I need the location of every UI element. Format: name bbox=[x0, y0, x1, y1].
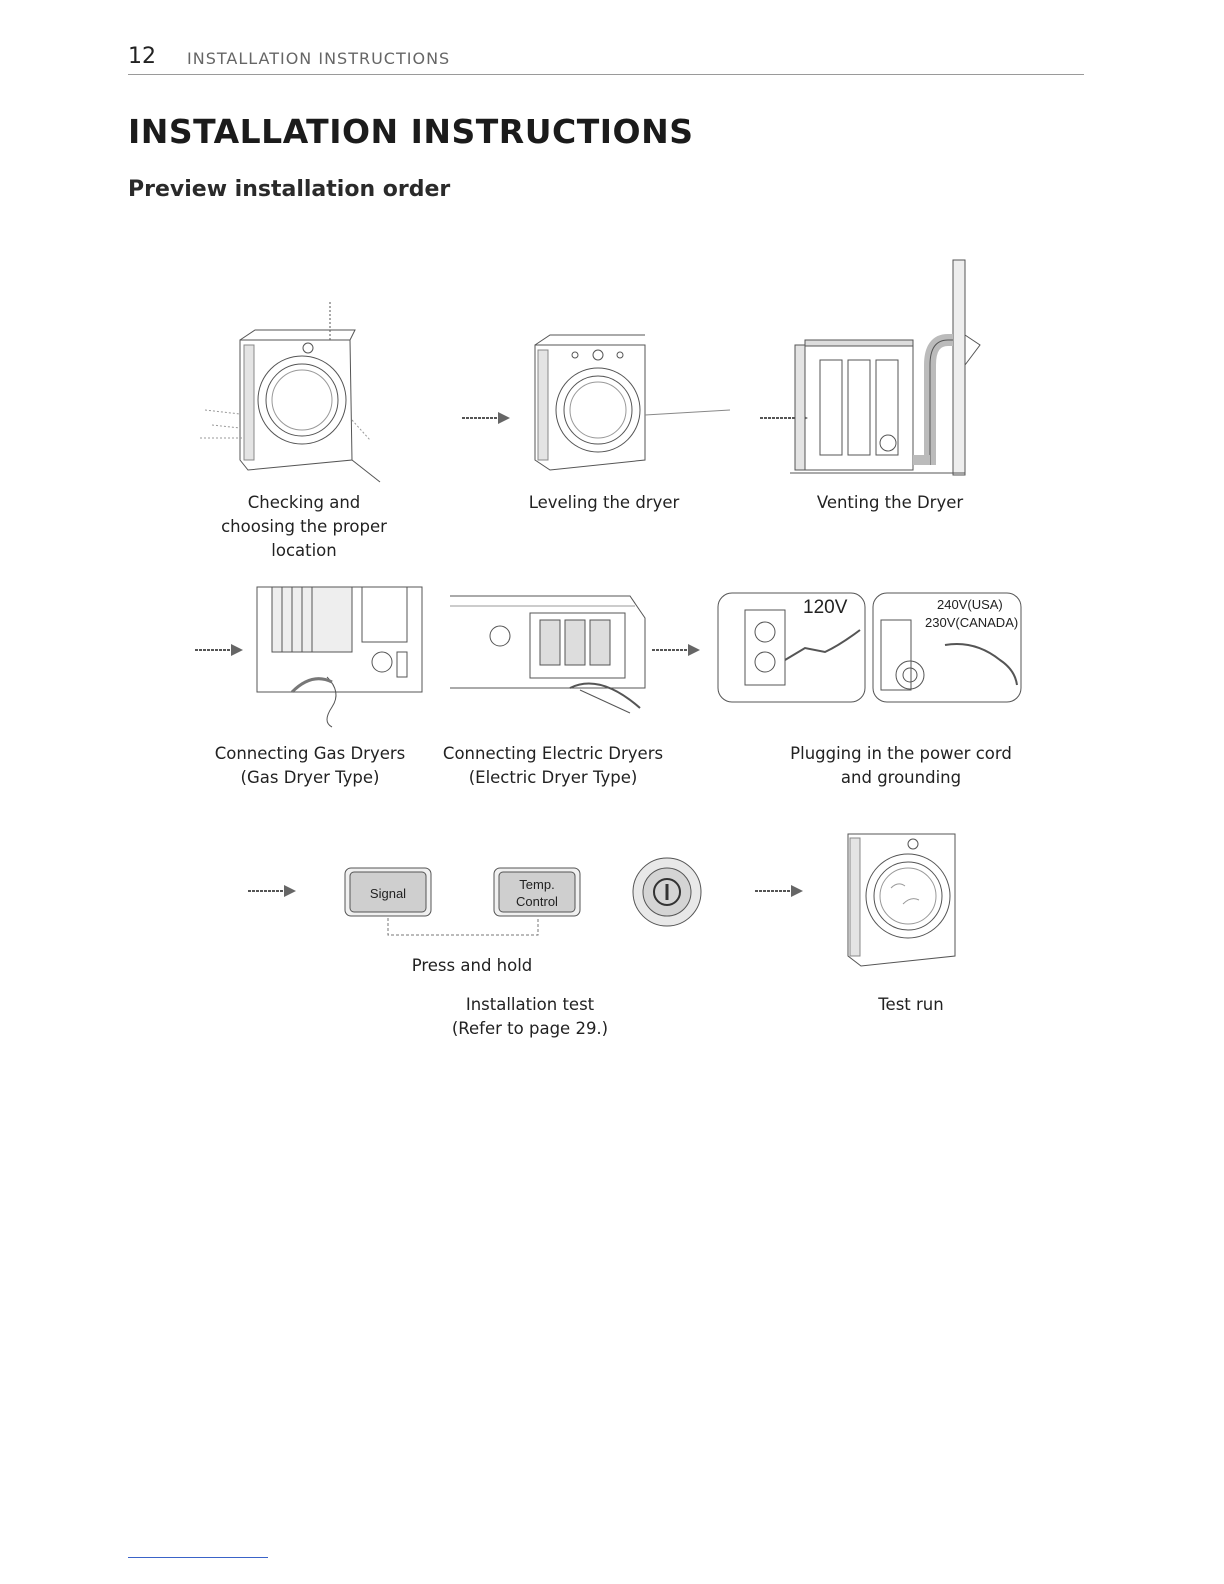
step-caption-leveling: Leveling the dryer bbox=[504, 491, 704, 515]
caption-line: Installation test bbox=[465, 995, 595, 1014]
caption-line: (Electric Dryer Type) bbox=[468, 768, 638, 787]
page-number: 12 bbox=[128, 44, 156, 69]
arrow-icon bbox=[195, 644, 243, 656]
arrow-icon bbox=[755, 885, 803, 897]
page-title: INSTALLATION INSTRUCTIONS bbox=[128, 112, 694, 151]
caption-line: Checking and bbox=[247, 493, 361, 512]
press-and-hold-label: Press and hold bbox=[411, 956, 533, 975]
running-header: INSTALLATION INSTRUCTIONS bbox=[187, 49, 451, 68]
arrow-icon bbox=[652, 644, 700, 656]
test-run-illustration bbox=[843, 826, 963, 971]
caption-line: location bbox=[271, 541, 337, 560]
arrow-icon bbox=[248, 885, 296, 897]
temp-button-label-2: Control bbox=[516, 894, 558, 909]
step-caption-test-run: Test run bbox=[811, 993, 1011, 1017]
step-caption-electric: Connecting Electric Dryers (Electric Dry… bbox=[428, 742, 678, 790]
footer-rule bbox=[128, 1557, 268, 1558]
caption-line: and grounding bbox=[840, 768, 962, 787]
electric-connection-illustration bbox=[450, 578, 650, 713]
caption-line: Connecting Gas Dryers bbox=[214, 744, 406, 763]
voltage-usa-label: 240V(USA) bbox=[937, 597, 1003, 612]
installation-test-illustration: Signal Temp. Control bbox=[340, 860, 710, 945]
voltage-canada-label: 230V(CANADA) bbox=[925, 615, 1018, 630]
step-caption-plugging: Plugging in the power cord and grounding bbox=[770, 742, 1032, 790]
caption-line: Venting the Dryer bbox=[816, 493, 964, 512]
caption-line: Connecting Electric Dryers bbox=[442, 744, 664, 763]
temp-button-label-1: Temp. bbox=[519, 877, 554, 892]
header-rule bbox=[128, 74, 1084, 75]
caption-line: (Refer to page 29.) bbox=[451, 1019, 609, 1038]
power-plug-illustration: 120V 240V(USA) 230V(CANADA) bbox=[715, 590, 1025, 705]
caption-line: Test run bbox=[878, 995, 944, 1014]
step-caption-venting: Venting the Dryer bbox=[790, 491, 990, 515]
caption-line: choosing the proper bbox=[221, 517, 387, 536]
step-caption-location: Checking and choosing the proper locatio… bbox=[194, 491, 414, 563]
step-caption-gas: Connecting Gas Dryers (Gas Dryer Type) bbox=[192, 742, 428, 790]
step-caption-installation-test: Installation test (Refer to page 29.) bbox=[420, 993, 640, 1041]
section-subtitle: Preview installation order bbox=[128, 177, 451, 202]
signal-button-label: Signal bbox=[370, 886, 406, 901]
voltage-120-label: 120V bbox=[803, 597, 848, 618]
caption-line: Plugging in the power cord bbox=[790, 744, 1012, 763]
dryer-location-illustration bbox=[200, 300, 380, 480]
arrow-icon bbox=[462, 412, 510, 424]
dryer-venting-illustration bbox=[790, 255, 990, 480]
caption-line: (Gas Dryer Type) bbox=[240, 768, 380, 787]
dryer-leveling-illustration bbox=[520, 330, 730, 480]
caption-line: Leveling the dryer bbox=[528, 493, 680, 512]
gas-connection-illustration bbox=[252, 582, 427, 732]
